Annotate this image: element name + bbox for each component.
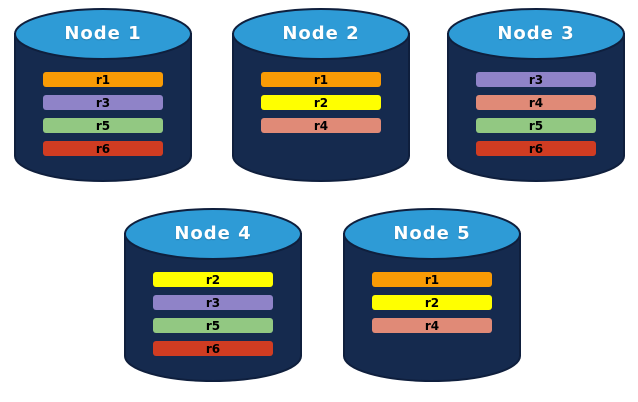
cylinder-top-disc — [343, 208, 521, 260]
cylinder-top-disc — [14, 8, 192, 60]
replica-label: r3 — [95, 95, 111, 110]
replica-label: r1 — [424, 272, 440, 287]
replica-list: r1 r3 r5 r6 — [14, 72, 192, 156]
replica-bar-r4[interactable]: r4 — [476, 95, 596, 110]
replica-label: r4 — [528, 95, 544, 110]
replica-label: r5 — [205, 318, 221, 333]
cylinder-top-disc — [447, 8, 625, 60]
replica-list: r3 r4 r5 r6 — [447, 72, 625, 156]
replica-label: r2 — [205, 272, 221, 287]
replica-bar-r5[interactable]: r5 — [43, 118, 163, 133]
replica-bar-r5[interactable]: r5 — [476, 118, 596, 133]
replica-bar-r4[interactable]: r4 — [372, 318, 492, 333]
replica-list: r1 r2 r4 — [232, 72, 410, 133]
replica-bar-r2[interactable]: r2 — [261, 95, 381, 110]
replica-label: r5 — [528, 118, 544, 133]
replica-label: r4 — [313, 118, 329, 133]
cylinder-top-disc — [232, 8, 410, 60]
replica-bar-r4[interactable]: r4 — [261, 118, 381, 133]
replica-label: r6 — [528, 141, 544, 156]
replica-bar-r3[interactable]: r3 — [43, 95, 163, 110]
replica-bar-r1[interactable]: r1 — [261, 72, 381, 87]
replica-bar-r6[interactable]: r6 — [153, 341, 273, 356]
replica-bar-r1[interactable]: r1 — [372, 272, 492, 287]
replica-bar-r3[interactable]: r3 — [153, 295, 273, 310]
replica-label: r2 — [313, 95, 329, 110]
replica-label: r1 — [313, 72, 329, 87]
replica-label: r3 — [205, 295, 221, 310]
replica-label: r6 — [205, 341, 221, 356]
replica-bar-r2[interactable]: r2 — [372, 295, 492, 310]
replica-list: r1 r2 r4 — [343, 272, 521, 333]
replica-list: r2 r3 r5 r6 — [124, 272, 302, 356]
replica-bar-r2[interactable]: r2 — [153, 272, 273, 287]
replica-label: r6 — [95, 141, 111, 156]
replica-bar-r6[interactable]: r6 — [476, 141, 596, 156]
cylinder-top-disc — [124, 208, 302, 260]
replica-label: r2 — [424, 295, 440, 310]
replica-label: r1 — [95, 72, 111, 87]
replica-bar-r5[interactable]: r5 — [153, 318, 273, 333]
replica-label: r4 — [424, 318, 440, 333]
replica-bar-r6[interactable]: r6 — [43, 141, 163, 156]
replica-label: r5 — [95, 118, 111, 133]
replica-label: r3 — [528, 72, 544, 87]
replica-bar-r1[interactable]: r1 — [43, 72, 163, 87]
replica-bar-r3[interactable]: r3 — [476, 72, 596, 87]
